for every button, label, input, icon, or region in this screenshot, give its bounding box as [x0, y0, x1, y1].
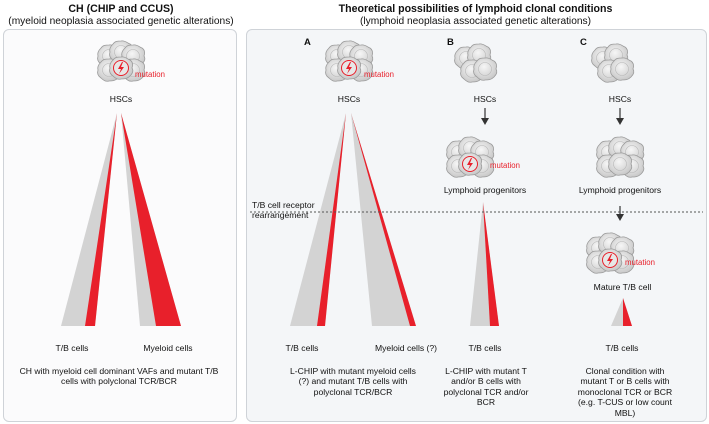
colC-hsc-label: HSCs: [608, 94, 632, 104]
right-header: Theoretical possibilities of lymphoid cl…: [246, 3, 705, 28]
colB-arrow: [481, 108, 489, 125]
colB-progenitor-label: Lymphoid progenitors: [443, 185, 527, 195]
colB-hsc-cluster: [455, 44, 497, 82]
colC-mature-label: Mature T/B cell: [593, 282, 652, 292]
left-panel: [3, 29, 237, 422]
left-subtitle: (myeloid neoplasia associated genetic al…: [8, 16, 234, 27]
colC-progenitor-label: Lymphoid progenitors: [578, 185, 662, 195]
left-caption: CH with myeloid cell dominant VAFs and m…: [19, 366, 219, 387]
left-myeloid-label: Myeloid cells: [143, 343, 193, 353]
colA-myeloid-label: Myeloid cells (?): [374, 343, 438, 353]
left-header: CH (CHIP and CCUS) (myeloid neoplasia as…: [3, 3, 239, 28]
colA-mutation-text: mutation: [364, 70, 394, 79]
colA-cone-myeloid: [351, 113, 416, 326]
colA-letter: A: [304, 37, 311, 48]
colC-mature-cluster: [587, 233, 634, 273]
left-cone-myeloid: [121, 113, 181, 326]
colC-hsc-cluster: [592, 44, 634, 82]
left-mutation-text: mutation: [135, 70, 165, 79]
colB-mutation-text: mutation: [490, 161, 520, 170]
colC-cone-tb: [611, 298, 632, 326]
rearrangement-label: T/B cell receptor rearrangement: [252, 200, 315, 220]
colB-hsc-label: HSCs: [473, 94, 497, 104]
left-cone-tb: [61, 113, 117, 326]
colC-arrow-1: [616, 108, 624, 125]
colA-cone-tb: [290, 113, 346, 326]
colC-progenitor-cluster: [597, 137, 644, 177]
right-title: Theoretical possibilities of lymphoid cl…: [338, 3, 613, 15]
colC-arrow-2: [616, 206, 624, 221]
left-tb-label: T/B cells: [55, 343, 89, 353]
colB-letter: B: [447, 37, 454, 48]
colB-cone-tb: [470, 202, 499, 326]
left-title: CH (CHIP and CCUS): [68, 3, 174, 15]
colB-progenitor-cluster: [447, 137, 494, 177]
left-hsc-label: HSCs: [109, 94, 133, 104]
colC-mutation-text: mutation: [625, 258, 655, 267]
colA-caption: L-CHIP with mutant myeloid cells (?) and…: [290, 366, 416, 397]
colC-letter: C: [580, 37, 587, 48]
right-subtitle: (lymphoid neoplasia associated genetic a…: [359, 16, 592, 27]
colB-tb-label: T/B cells: [468, 343, 502, 353]
colC-caption: Clonal condition with mutant T or B cell…: [577, 366, 673, 418]
colA-hsc-label: HSCs: [337, 94, 361, 104]
colB-caption: L-CHIP with mutant T and/or B cells with…: [443, 366, 529, 408]
colA-tb-label: T/B cells: [285, 343, 319, 353]
colC-tb-label: T/B cells: [605, 343, 639, 353]
